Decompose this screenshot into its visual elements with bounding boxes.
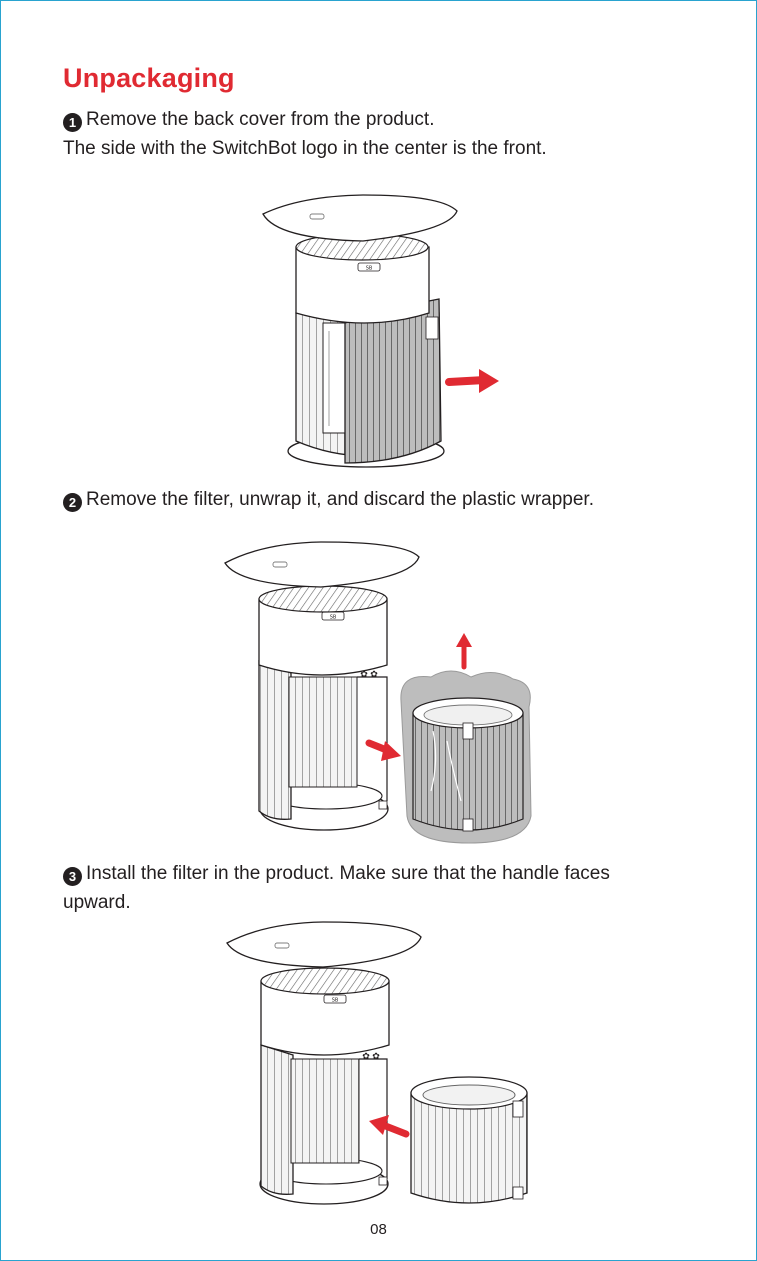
page-number: 08 — [1, 1221, 756, 1238]
svg-text:SB: SB — [332, 998, 339, 1004]
svg-text:✿ ✿: ✿ ✿ — [362, 1051, 380, 1061]
